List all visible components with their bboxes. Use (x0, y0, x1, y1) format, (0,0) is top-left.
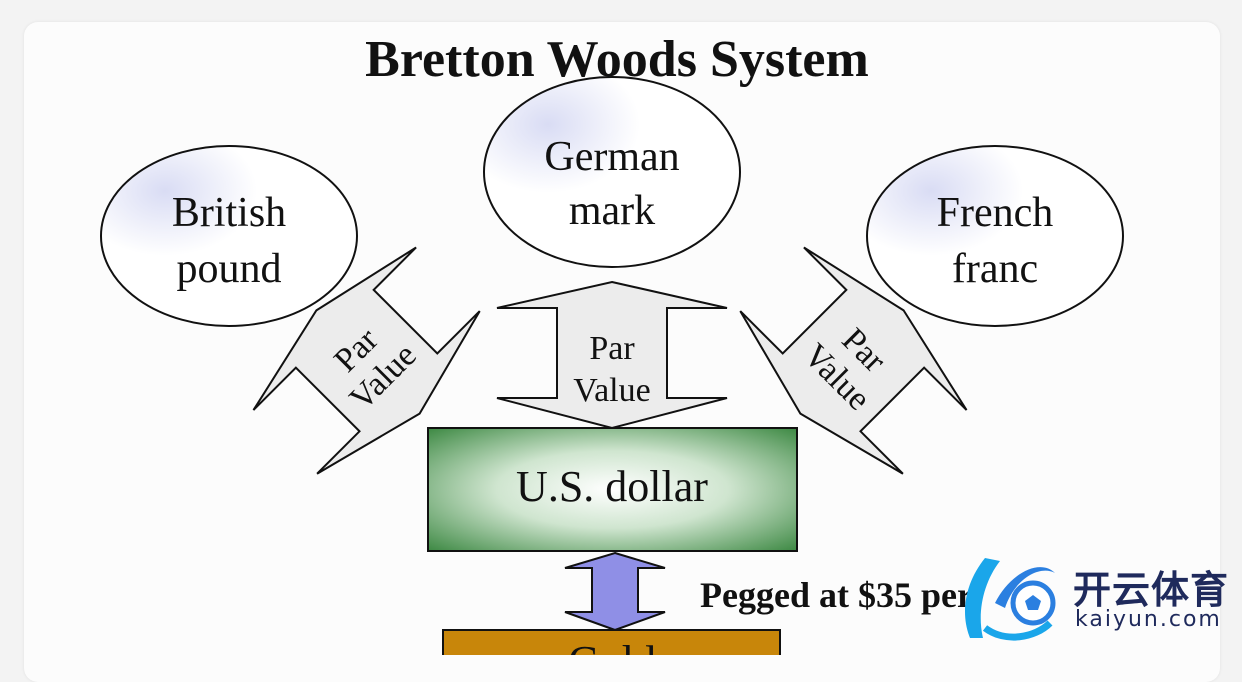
bubble-german-mark: German mark (483, 76, 741, 268)
bubble-label: French (937, 190, 1054, 236)
par-value-arrow-right: Par Value (718, 228, 986, 496)
bubble-french-franc: French franc (866, 145, 1124, 327)
peg-double-arrow (564, 551, 666, 632)
watermark-cn: 开云体育 (1073, 568, 1230, 612)
arrow-label: Value (573, 372, 650, 409)
par-value-arrow-center: Par Value (496, 281, 728, 429)
bubble-label: pound (177, 246, 282, 292)
kaiyun-k-ball-icon (965, 558, 1056, 641)
bretton-woods-diagram: Bretton Woods System British pound Germa… (100, 31, 1124, 655)
bubble-label: German (544, 134, 679, 180)
gold-box: Gold (442, 629, 781, 655)
arrow-label: Par (589, 330, 635, 367)
bubble-british-pound: British pound (100, 145, 358, 327)
watermark-en: kaiyun.com (1075, 607, 1222, 632)
us-dollar-label: U.S. dollar (516, 462, 708, 511)
us-dollar-box: U.S. dollar (427, 427, 798, 552)
bubble-label: franc (952, 246, 1038, 292)
bubble-label: mark (569, 188, 655, 234)
gold-label: Gold (568, 637, 656, 655)
kaiyun-watermark-logo: 开云体育 kaiyun.com (955, 553, 1235, 643)
peg-text: Pegged at $35 per (700, 575, 973, 615)
bubble-label: British (172, 190, 286, 236)
par-value-arrow-left: Par Value (234, 228, 502, 496)
